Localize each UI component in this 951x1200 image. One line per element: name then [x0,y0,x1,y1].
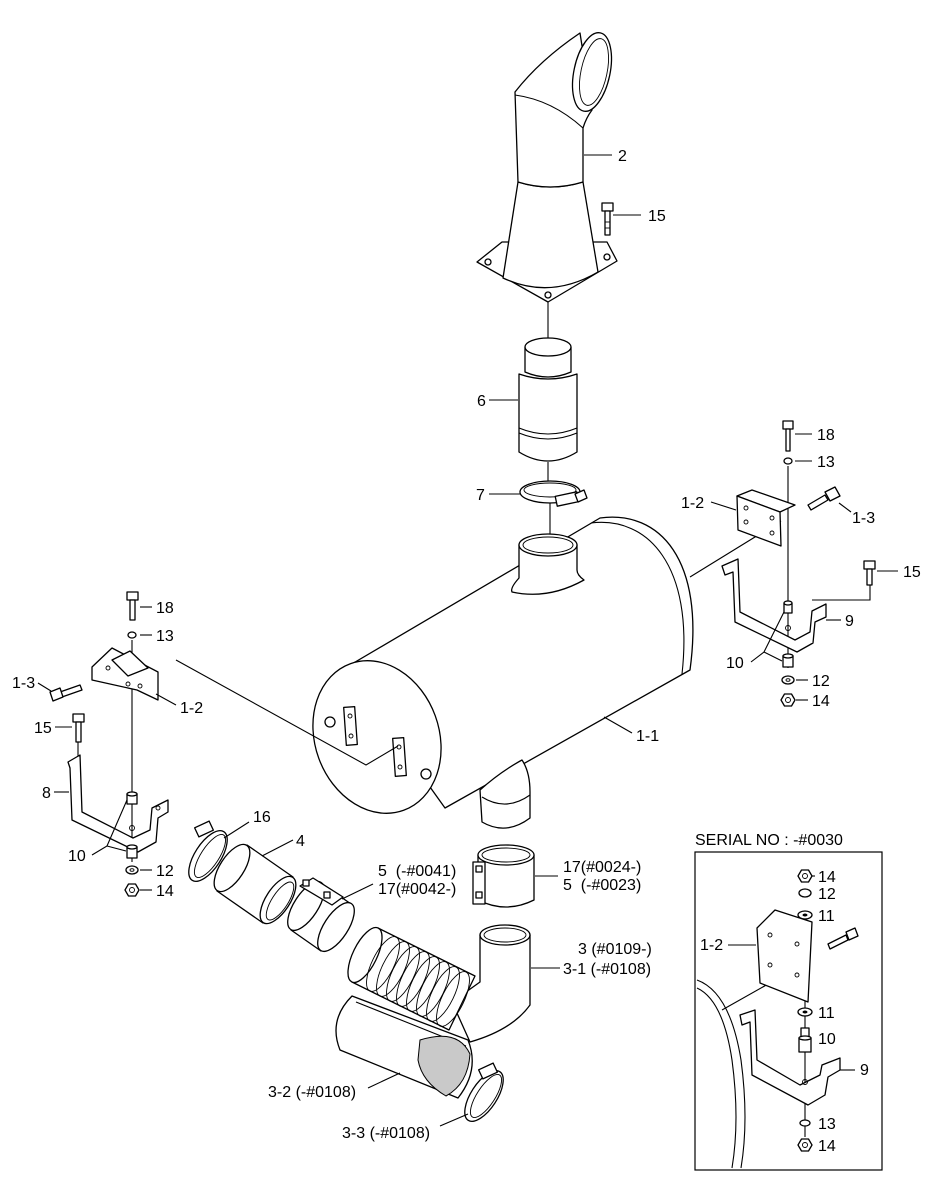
inset-washer-part-11-bottom [797,1007,813,1017]
inset-frame [694,851,883,1171]
axis-line-right-bolt-15 [812,585,871,601]
right-bracket-part-1-2 [736,489,796,547]
pipe-part-4 [213,843,297,925]
clamp-band-part-5-17-left [287,877,355,953]
inset-callout-14-bottom: 14 [818,1138,836,1155]
left-washer-part-12 [125,865,139,875]
callout-part-1-1: 1-1 [636,728,659,745]
leader-heat-shield-3-2 [367,1072,401,1089]
inset-callout-9: 9 [860,1062,869,1079]
leader-right-bolt-1-3 [838,502,852,513]
callout-pipe-4: 4 [296,833,305,850]
callout-right-bolt-1-3: 1-3 [852,510,875,527]
left-bolt-part-1-3 [49,684,83,702]
clamp-part-16 [188,820,228,882]
callout-right-bolt-18: 18 [817,427,835,444]
callout-right-bolt-15: 15 [903,564,921,581]
inset-bracket-part-1-2 [756,909,813,1003]
right-bolt-part-15 [863,560,876,586]
leader-clamp-16 [223,821,250,839]
right-rubber-part-10 [782,600,794,668]
inset-washer-part-13 [799,1119,811,1127]
inset-callout-11-bottom: 11 [818,1005,835,1022]
left-rubber-part-10 [126,791,138,859]
left-nut-part-14 [124,883,140,897]
callout-left-washer-13: 13 [156,628,174,645]
callout-left-bolt-15: 15 [34,720,52,737]
callout-right-bracket-9: 9 [845,613,854,630]
callout-right-washer-12: 12 [812,673,830,690]
callout-band-5-right: 5 (-#0023) [563,877,641,894]
left-bolt-part-15 [72,713,85,743]
callout-part-2: 2 [618,148,627,165]
callout-elbow-3: 3 (#0109-) [578,941,652,958]
callout-clamp-16: 16 [253,809,271,826]
inset-title: SERIAL NO : -#0030 [695,832,843,849]
clamp-band-part-5-17-right [472,844,535,908]
inset-rubber-part-10 [798,1027,812,1053]
callout-left-bracket-1-2: 1-2 [180,700,203,717]
right-nut-part-14 [780,693,796,707]
leader-clamp-3-3 [439,1113,469,1127]
right-bolt-part-1-3 [807,486,841,511]
callout-right-rubber-10: 10 [726,655,744,672]
right-bolt-part-18 [782,420,794,452]
leader-left-bolt-1-3 [37,682,52,692]
leader-pipe-4 [261,839,294,857]
inset-washer-part-12 [798,888,812,898]
callout-left-nut-14: 14 [156,883,174,900]
leader-left-rubber-10b [106,845,127,852]
left-bracket-part-8 [67,754,169,853]
inset-callout-11-top: 11 [818,908,835,925]
leader-right-bracket-1-2 [710,501,737,511]
left-washer-part-13 [127,631,137,639]
clamp-part-7 [519,480,588,507]
callout-left-bolt-1-3: 1-3 [12,675,35,692]
leader-clamp-band-left [341,883,374,900]
callout-elbow-3-1: 3-1 (-#0108) [563,961,651,978]
inset-callout-10: 10 [818,1031,836,1048]
callout-left-bracket-8: 8 [42,785,51,802]
leader-part-1-1 [603,716,633,734]
leader-right-rubber-10b [763,651,783,662]
callout-stack-bolt: 15 [648,208,666,225]
right-bracket-part-9 [721,558,827,653]
pipe-part-6 [518,337,578,462]
callout-heat-shield-3-2: 3-2 (-#0108) [268,1084,356,1101]
inset-callout-1-2: 1-2 [700,937,723,954]
stack-bolt-part-15 [601,202,614,236]
right-washer-part-12 [781,675,795,685]
callout-part-7: 7 [476,487,485,504]
heat-shield-part-3-2 [335,995,473,1099]
mount-line-left [175,659,399,766]
callout-part-6: 6 [477,393,486,410]
left-bracket-part-1-2 [91,647,159,701]
callout-left-washer-12: 12 [156,863,174,880]
muffler-part-1-1 [312,516,694,829]
inset-washer-part-11-top [797,910,813,920]
bellows-elbow-part-3 [347,924,531,1043]
inset-callout-13: 13 [818,1116,836,1133]
callout-right-washer-13: 13 [817,454,835,471]
callout-right-nut-14: 14 [812,693,830,710]
inset-nut-part-14-top [797,869,813,883]
inset-nut-part-14-bottom [797,1138,813,1152]
right-washer-part-13 [783,457,793,465]
exhaust-stack-part-2 [476,32,618,303]
callout-left-rubber-10: 10 [68,848,86,865]
callout-band-5-left: 5 (-#0041) [378,863,456,880]
leader-left-bracket-1-2 [155,693,177,706]
clamp-part-3-3 [464,1062,504,1122]
inset-callout-14-top: 14 [818,869,836,886]
callout-clamp-3-3: 3-3 (-#0108) [342,1125,430,1142]
left-bolt-part-18 [126,591,139,621]
callout-left-bolt-18: 18 [156,600,174,617]
callout-right-bracket-1-2: 1-2 [681,495,704,512]
callout-band-17-right: 17(#0024-) [563,859,641,876]
inset-side-bolt [827,927,859,950]
callout-band-17-left: 17(#0042-) [378,881,456,898]
inset-callout-12: 12 [818,886,836,903]
